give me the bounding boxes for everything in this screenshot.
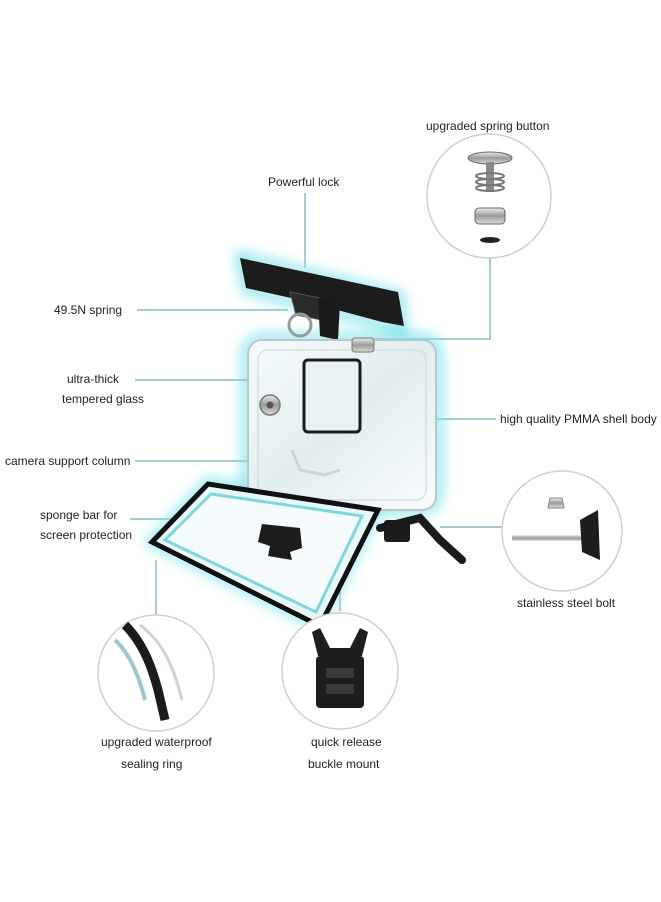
label-bolt: stainless steel bolt	[517, 596, 616, 610]
label-shell-body: high quality PMMA shell body	[500, 412, 657, 426]
lock-latch	[240, 258, 404, 340]
back-door	[147, 481, 382, 630]
detail-circle-sealing-ring	[97, 614, 215, 732]
label-powerful-lock: Powerful lock	[268, 175, 340, 189]
shell-body	[247, 337, 437, 511]
label-sponge-line2: screen protection	[40, 528, 133, 542]
label-spring-button: upgraded spring button	[426, 119, 550, 133]
detail-circle-bolt	[501, 470, 623, 592]
strap	[376, 513, 466, 564]
label-sponge-line1: sponge bar for	[40, 508, 118, 522]
label-buckle-line1: quick release	[311, 735, 382, 749]
label-support-column: camera support column	[5, 454, 131, 468]
label-sealing-line2: sealing ring	[121, 757, 183, 771]
detail-circle-buckle	[281, 612, 399, 730]
label-glass-line1: ultra-thick	[67, 372, 120, 386]
detail-circle-spring-button	[426, 133, 552, 259]
label-spring: 49.5N spring	[54, 303, 123, 317]
housing-illustration	[144, 249, 466, 632]
label-glass-line2: tempered glass	[62, 392, 145, 406]
label-sealing-line1: upgraded waterproof	[101, 735, 212, 749]
label-buckle-line2: buckle mount	[308, 757, 380, 771]
